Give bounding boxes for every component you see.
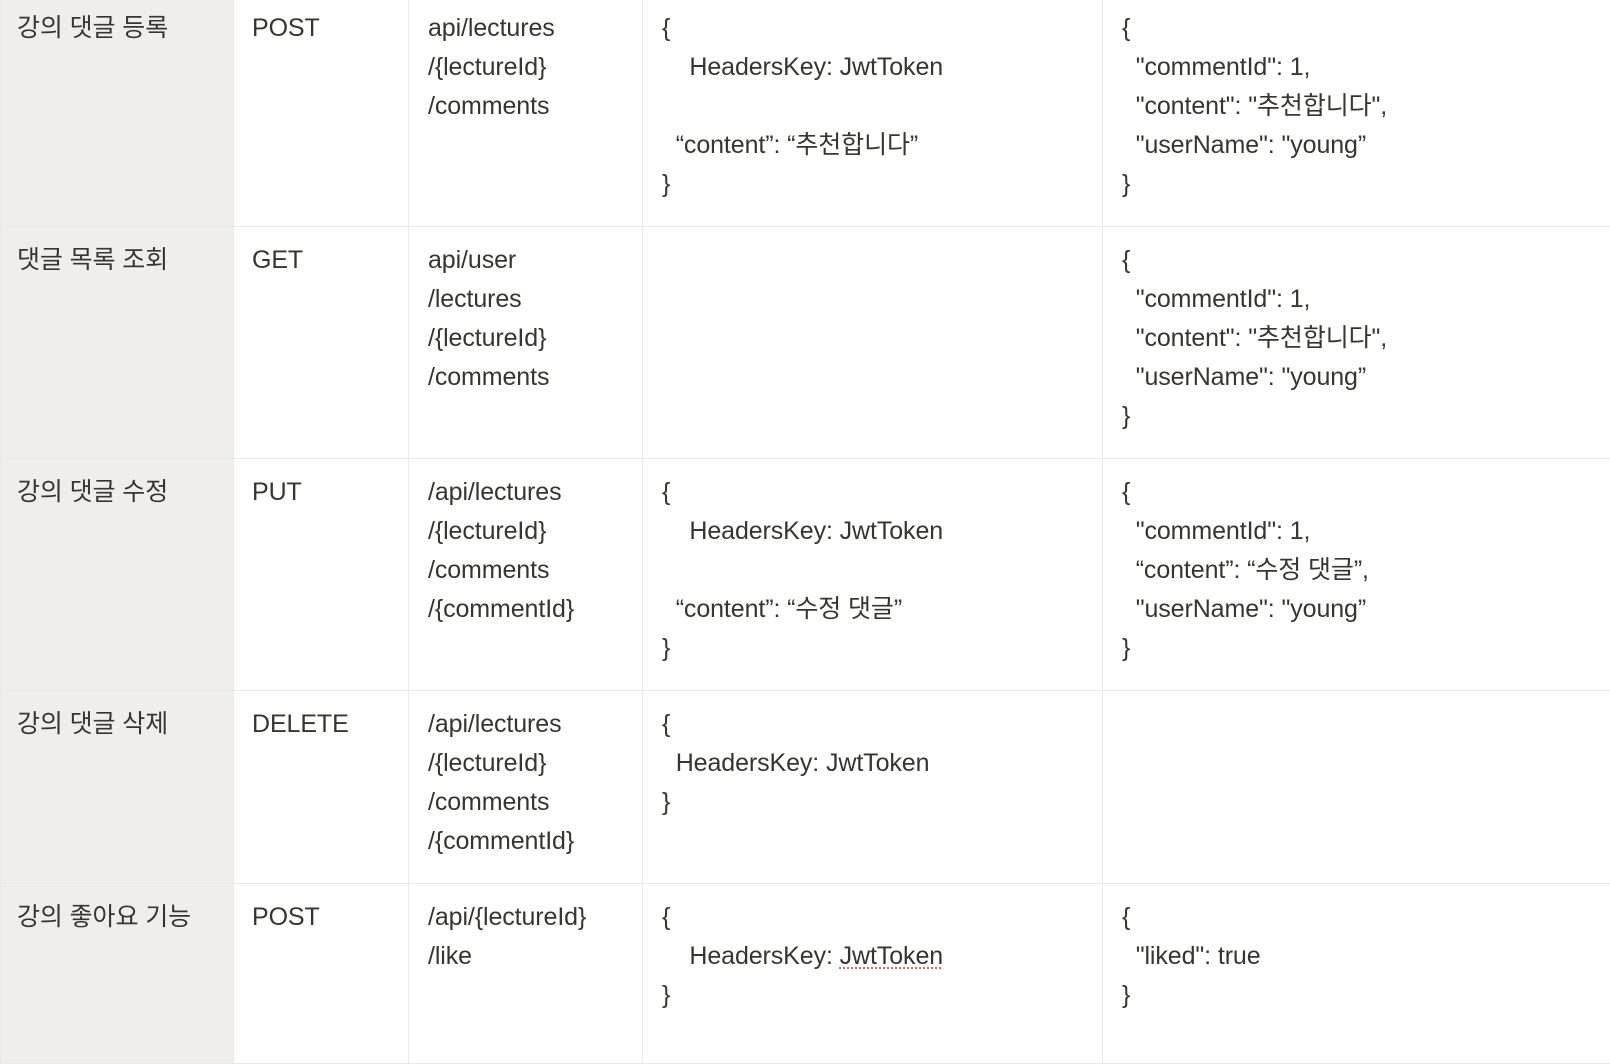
row-response-body: { "commentId": 1, "content": "추천합니다", "u… (1103, 227, 1610, 459)
row-request-body (643, 227, 1103, 459)
row-description: 강의 댓글 등록 (1, 0, 234, 227)
row-http-method: GET (234, 227, 409, 459)
row-response-body: { "commentId": 1, "content": "추천합니다", "u… (1103, 0, 1610, 227)
row-description: 강의 댓글 삭제 (1, 691, 234, 884)
row-description: 강의 좋아요 기능 (1, 884, 234, 1064)
table-row: 강의 좋아요 기능 POST /api/{lectureId} /like { … (1, 884, 1610, 1064)
spellcheck-flagged-token: JwtToken (840, 942, 943, 970)
row-response-body: { "liked": true } (1103, 884, 1610, 1064)
row-request-body: { HeadersKey: JwtToken } (643, 884, 1103, 1064)
table-row: 강의 댓글 등록 POST api/lectures /{lectureId} … (1, 0, 1610, 227)
request-code-block: { HeadersKey: JwtToken } (662, 705, 1084, 822)
row-request-body: { HeadersKey: JwtToken “content”: “수정 댓글… (643, 459, 1103, 691)
table-row: 강의 댓글 삭제 DELETE /api/lectures /{lectureI… (1, 691, 1610, 884)
row-endpoint-url: /api/lectures /{lectureId} /comments /{c… (409, 691, 643, 884)
row-http-method: PUT (234, 459, 409, 691)
request-code-block: { HeadersKey: JwtToken “content”: “추천합니다… (662, 9, 1084, 204)
response-code-block: { "commentId": 1, "content": "추천합니다", "u… (1122, 9, 1592, 204)
request-code-suffix: } (662, 981, 670, 1009)
table-row: 댓글 목록 조회 GET api/user /lectures /{lectur… (1, 227, 1610, 459)
row-response-body (1103, 691, 1610, 884)
row-description: 강의 댓글 수정 (1, 459, 234, 691)
response-code-block: { "liked": true } (1122, 898, 1592, 1015)
row-http-method: DELETE (234, 691, 409, 884)
row-http-method: POST (234, 884, 409, 1064)
response-code-block: { "commentId": 1, "content": "추천합니다", "u… (1122, 241, 1592, 436)
row-endpoint-url: /api/{lectureId} /like (409, 884, 643, 1064)
response-code-block: { "commentId": 1, “content”: “수정 댓글”, "u… (1122, 473, 1592, 668)
row-endpoint-url: api/user /lectures /{lectureId} /comment… (409, 227, 643, 459)
row-endpoint-url: /api/lectures /{lectureId} /comments /{c… (409, 459, 643, 691)
row-http-method: POST (234, 0, 409, 227)
request-code-block: { HeadersKey: JwtToken } (662, 898, 1084, 1015)
row-description: 댓글 목록 조회 (1, 227, 234, 459)
row-request-body: { HeadersKey: JwtToken } (643, 691, 1103, 884)
table-row: 강의 댓글 수정 PUT /api/lectures /{lectureId} … (1, 459, 1610, 691)
row-request-body: { HeadersKey: JwtToken “content”: “추천합니다… (643, 0, 1103, 227)
request-code-prefix: { HeadersKey: (662, 903, 840, 970)
row-response-body: { "commentId": 1, “content”: “수정 댓글”, "u… (1103, 459, 1610, 691)
request-code-block: { HeadersKey: JwtToken “content”: “수정 댓글… (662, 473, 1084, 668)
row-endpoint-url: api/lectures /{lectureId} /comments (409, 0, 643, 227)
